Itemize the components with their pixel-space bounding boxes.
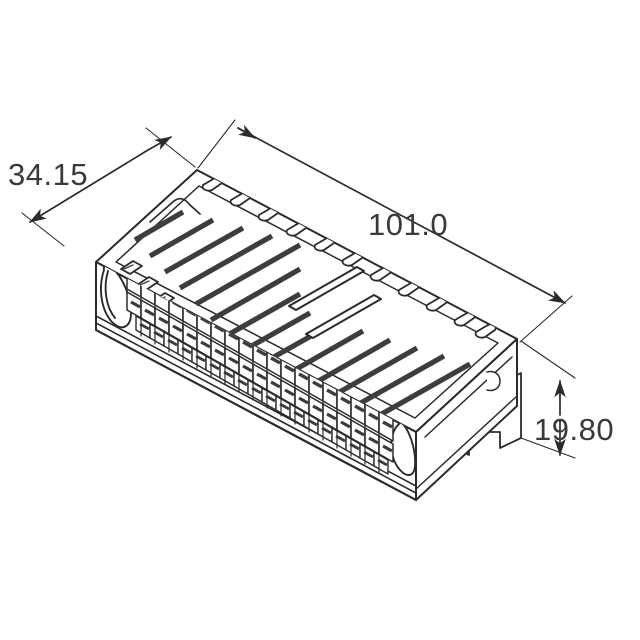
- top-face-large-slot-group: [288, 266, 382, 339]
- dimension-label-height: 19.80: [534, 412, 614, 447]
- right-end-face-detail: [415, 356, 518, 490]
- dimension-label-width: 34.15: [8, 157, 88, 192]
- top-face-inner-rim: [115, 185, 499, 419]
- dimension-label-length: 101.0: [368, 207, 448, 242]
- dimension-lines: [21, 119, 576, 459]
- connector-bottom-edge: [95, 329, 417, 501]
- top-edge-notch: [149, 197, 201, 223]
- top-face-keyway-row-upper: [201, 176, 497, 339]
